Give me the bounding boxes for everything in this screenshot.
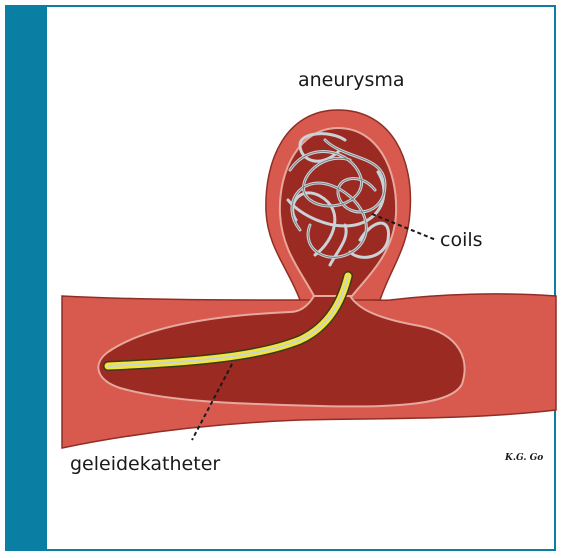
aneurysm-label: aneurysma [298,69,405,91]
catheter-label: geleidekatheter [70,453,220,475]
coils-label: coils [440,229,483,251]
artist-signature: K.G. Go [504,453,543,463]
